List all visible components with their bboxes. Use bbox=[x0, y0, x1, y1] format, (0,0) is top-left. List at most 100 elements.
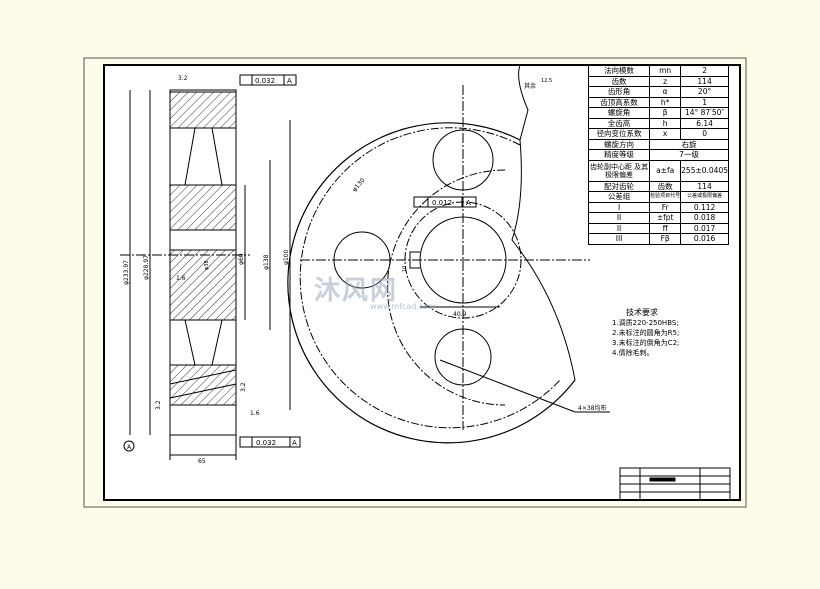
tol-value: 0.017 bbox=[680, 222, 729, 234]
param-value: 14° 87′50″ bbox=[680, 107, 729, 119]
param-symbol: z bbox=[649, 75, 682, 87]
requirements-title: 技术要求 bbox=[626, 308, 658, 317]
dim-hub-60: φ60 bbox=[238, 253, 245, 265]
dimension-labels: 0.032 A 0.032 A 3.2 1.6 1.6 3.2 3.2 其余 1… bbox=[123, 75, 606, 465]
param-value: 114 bbox=[680, 75, 729, 87]
table-header-row: 公差组检验项目代号公差或极限偏差 bbox=[587, 191, 729, 203]
dim-hub-138: φ138 bbox=[263, 254, 270, 270]
dim-bore: φ38 bbox=[204, 260, 210, 270]
runout-bottom-value: 0.032 bbox=[256, 439, 276, 447]
section-view bbox=[120, 74, 301, 460]
tol-code: ±fpt bbox=[649, 212, 682, 224]
param-label: 精度等级 bbox=[587, 149, 651, 161]
param-symbol: x bbox=[649, 128, 682, 140]
param-label: 径向变位系数 bbox=[587, 128, 651, 140]
param-label: 齿顶高系数 bbox=[587, 96, 651, 108]
column-header: 公差或极限偏差 bbox=[680, 191, 729, 203]
param-value: 114 bbox=[680, 180, 729, 192]
roughness-left: 3.2 bbox=[155, 400, 162, 410]
requirement-item: 1.调质220-250HBS; bbox=[612, 319, 679, 327]
column-header: 公差组 bbox=[587, 191, 651, 203]
param-symbol: α bbox=[649, 86, 682, 98]
dim-outer-diameter: φ233.97 bbox=[123, 260, 130, 285]
runout-top-value: 0.032 bbox=[255, 77, 275, 85]
param-symbol: β bbox=[649, 107, 682, 119]
requirement-item: 3.未标注的倒角为C2; bbox=[612, 339, 680, 347]
dim-keyway-depth: 40.9 bbox=[453, 311, 467, 318]
param-symbol: a±fa bbox=[649, 159, 682, 182]
param-label: 齿数 bbox=[587, 75, 651, 87]
datum-label-top: A bbox=[287, 77, 292, 85]
rest-roughness-label: 其余 bbox=[524, 82, 536, 90]
flatness-value: 0.012 bbox=[432, 199, 452, 207]
param-value: 2 bbox=[680, 65, 729, 77]
tol-value: 0.112 bbox=[680, 201, 729, 213]
tol-code: ff bbox=[649, 222, 682, 234]
param-value: 1 bbox=[680, 96, 729, 108]
tol-group: III bbox=[587, 233, 651, 245]
param-symbol: 齿数 bbox=[649, 180, 682, 192]
tol-code: Fβ bbox=[649, 233, 682, 245]
tol-group: I bbox=[587, 201, 651, 213]
param-value: 255±0.0405 bbox=[680, 159, 729, 182]
watermark-url: www.mfcad.com bbox=[370, 302, 437, 311]
tol-value: 0.016 bbox=[680, 233, 729, 245]
watermark-logo: 沐风网 bbox=[314, 276, 399, 306]
flatness-datum: A bbox=[466, 199, 471, 207]
param-label: 齿轮副中心距 及其极限偏差 bbox=[587, 159, 651, 182]
tol-group: II bbox=[587, 222, 651, 234]
param-label: 全齿高 bbox=[587, 117, 651, 129]
param-symbol: h* bbox=[649, 96, 682, 108]
param-value: 7一级 bbox=[649, 149, 729, 161]
param-label: 法向模数 bbox=[587, 65, 651, 77]
roughness-top: 3.2 bbox=[178, 75, 188, 82]
param-value: 6.14 bbox=[680, 117, 729, 129]
param-value: 0 bbox=[680, 128, 729, 140]
front-view bbox=[287, 64, 610, 444]
title-block bbox=[619, 467, 731, 501]
rest-roughness-value: 12.5 bbox=[541, 78, 552, 84]
dim-width: 65 bbox=[198, 458, 206, 465]
param-symbol: h bbox=[649, 117, 682, 129]
datum-a-symbol: A bbox=[127, 444, 132, 451]
sheet-border bbox=[83, 57, 747, 508]
param-value: 20° bbox=[680, 86, 729, 98]
dim-root-diameter: φ228.97 bbox=[143, 255, 150, 280]
param-value: 右旋 bbox=[649, 138, 729, 150]
param-symbol: mn bbox=[649, 65, 682, 77]
column-header: 检验项目代号 bbox=[649, 191, 682, 203]
table-row: 螺旋方向右旋 bbox=[587, 138, 729, 150]
param-label: 螺旋角 bbox=[587, 107, 651, 119]
technical-requirements: 技术要求 1.调质220-250HBS; 2.未标注的圆角为R5; 3.未标注的… bbox=[612, 308, 679, 358]
dim-hub-100: φ100 bbox=[283, 249, 290, 265]
tol-group: II bbox=[587, 212, 651, 224]
param-label: 螺旋方向 bbox=[587, 138, 651, 150]
tol-code: Fr bbox=[649, 201, 682, 213]
roughness-bore: 1.6 bbox=[176, 275, 186, 282]
tol-value: 0.018 bbox=[680, 212, 729, 224]
roughness-right: 3.2 bbox=[240, 382, 247, 392]
dim-holes: 4×38均布 bbox=[578, 404, 606, 412]
param-label: 齿形角 bbox=[587, 86, 651, 98]
param-label: 配对齿轮 bbox=[587, 180, 651, 192]
roughness-face: 1.6 bbox=[250, 410, 260, 417]
requirement-item: 2.未标注的圆角为R5; bbox=[612, 329, 680, 337]
requirement-item: 4.倩除毛刺。 bbox=[612, 349, 654, 357]
datum-label-bottom: A bbox=[292, 439, 297, 447]
